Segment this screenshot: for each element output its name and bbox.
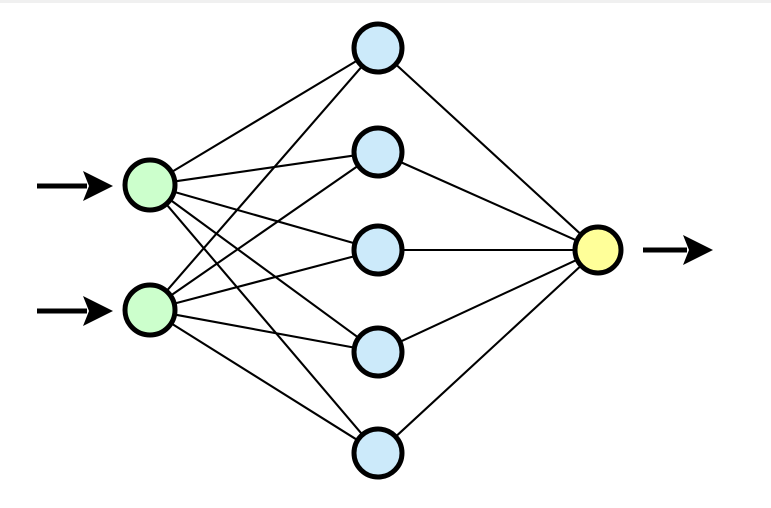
edge-i1-h2 (175, 154, 354, 183)
edge-i2-h5 (171, 323, 358, 441)
node-o1[interactable] (572, 224, 624, 276)
nodes-group (122, 21, 624, 480)
edge-i2-h4 (175, 313, 354, 349)
edge-h5-o1 (395, 265, 582, 437)
edge-h1-o1 (395, 64, 582, 235)
io-arrow-in1 (37, 171, 113, 201)
edge-i1-h4 (170, 199, 359, 338)
node-i2[interactable] (122, 282, 178, 338)
arrow-head-in1 (83, 171, 113, 201)
node-h5[interactable] (351, 426, 405, 480)
edge-i1-h3 (174, 191, 355, 245)
edge-i2-h1 (166, 66, 363, 292)
edge-i1-h1 (171, 60, 358, 173)
node-h1[interactable] (351, 21, 405, 75)
edge-i2-h2 (170, 165, 359, 296)
io-arrows-group (37, 171, 713, 326)
edge-h2-o1 (400, 161, 577, 242)
edge-i1-h5 (166, 204, 363, 435)
arrow-head-out1 (683, 235, 713, 265)
node-i1[interactable] (122, 157, 178, 213)
node-h4[interactable] (351, 325, 405, 379)
node-h3[interactable] (351, 223, 405, 277)
edges-group (166, 60, 582, 441)
arrow-head-in2 (83, 296, 113, 326)
edge-i2-h3 (174, 255, 355, 305)
node-h2[interactable] (351, 125, 405, 179)
io-arrow-out1 (643, 235, 713, 265)
io-arrow-in2 (37, 296, 113, 326)
edge-h4-o1 (400, 259, 577, 343)
